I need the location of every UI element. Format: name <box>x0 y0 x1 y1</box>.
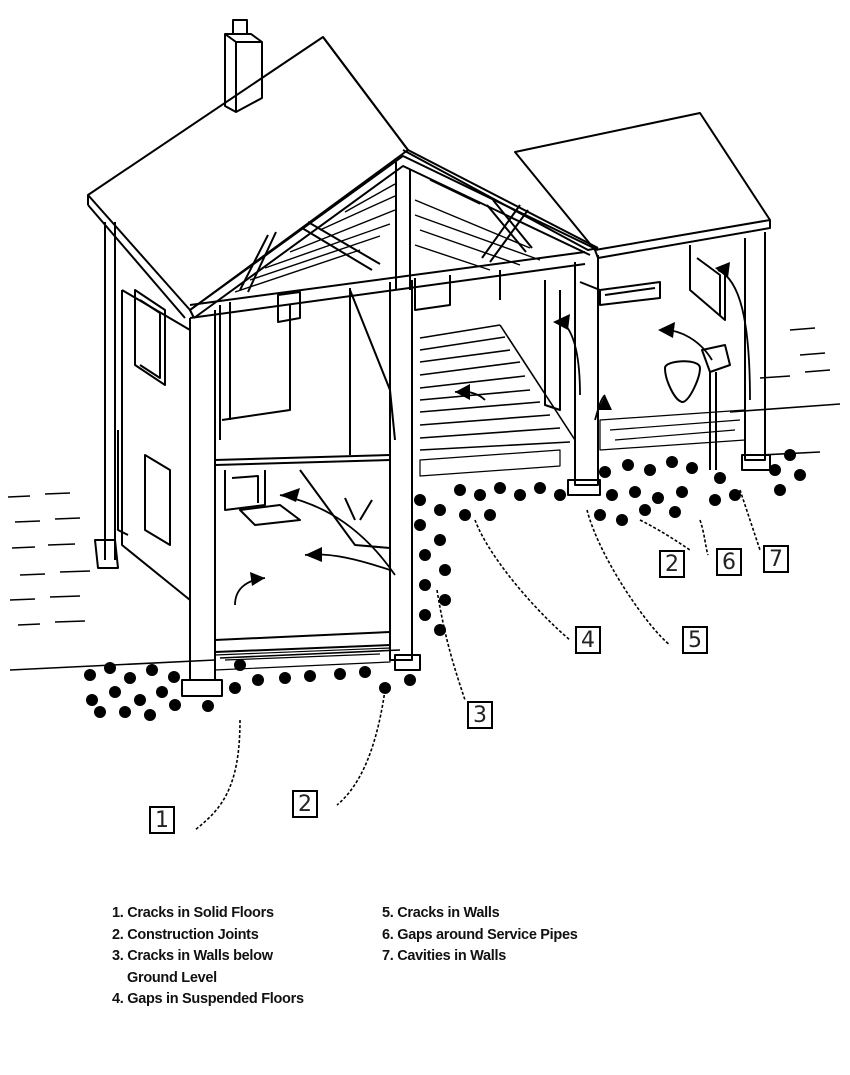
callout-1: 1 <box>149 806 175 834</box>
posts <box>181 232 771 697</box>
legend-item-3: 3. Cracks in Walls below <box>112 948 273 964</box>
utility-room <box>599 245 731 470</box>
suspended-floor <box>419 324 576 451</box>
ground-lines <box>7 327 841 671</box>
arrow-heads <box>250 262 730 586</box>
callout-2-right: 2 <box>659 550 685 578</box>
chimney <box>224 19 263 113</box>
side-roof <box>514 112 771 259</box>
legend-item-2: 2. Construction Joints <box>112 926 259 943</box>
legend-item-6: 6. Gaps around Service Pipes <box>382 926 578 943</box>
callout-5: 5 <box>682 626 708 654</box>
legend-right: 5. Cracks in Walls 6. Gaps around Servic… <box>382 903 578 968</box>
legend-item-7: 7. Cavities in Walls <box>382 948 507 964</box>
legend-item-1: 1. Cracks in Solid Floors <box>112 905 274 921</box>
gravel <box>84 449 806 721</box>
legend-item-3-cont: Ground Level <box>127 969 217 986</box>
left-wall <box>94 222 191 660</box>
main-roof <box>87 36 599 319</box>
legend-item-4: 4. Gaps in Suspended Floors <box>112 991 304 1007</box>
callout-6: 6 <box>716 548 742 576</box>
legend-left: 1. Cracks in Solid Floors 2. Constructio… <box>112 903 304 1011</box>
callout-7: 7 <box>763 545 789 573</box>
leader-lines <box>194 489 761 831</box>
ground-floor-room <box>214 270 601 653</box>
callout-3: 3 <box>467 701 493 729</box>
floor-slab <box>214 409 746 671</box>
callout-2-left: 2 <box>292 790 318 818</box>
callout-4: 4 <box>575 626 601 654</box>
legend-item-5: 5. Cracks in Walls <box>382 905 500 921</box>
